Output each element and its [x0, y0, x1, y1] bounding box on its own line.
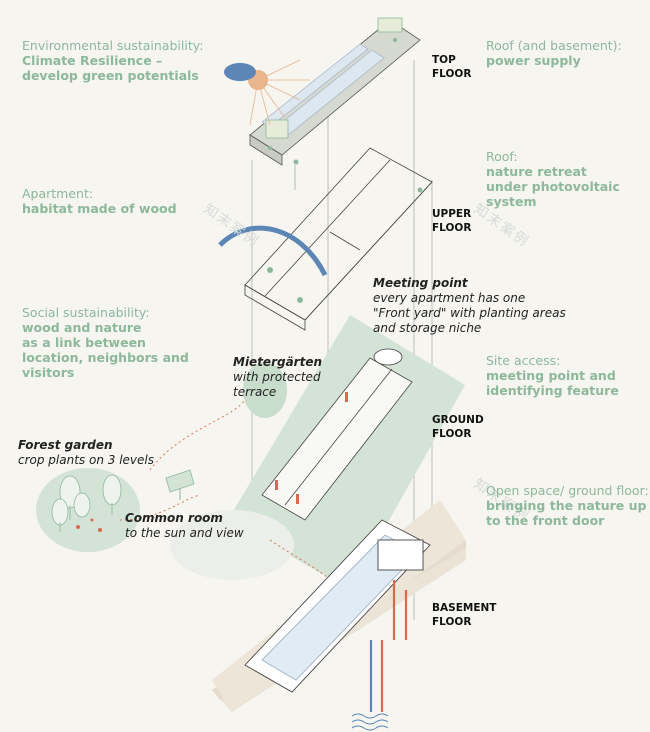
- note-meeting-point: Meeting point every apartment has one "F…: [373, 276, 566, 335]
- note-mietergaerten: Mietergärten with protected terrace: [233, 355, 323, 399]
- mietergarten-ellipse: [243, 362, 287, 418]
- sign-board: [165, 469, 195, 493]
- sun-cloud-icon: [224, 59, 310, 126]
- water-wave-icon: [351, 713, 389, 731]
- upper-floor-block: [244, 147, 433, 331]
- label-environmental: Environmental sustainability: Climate Re…: [22, 38, 204, 83]
- dotted-paths: [119, 399, 331, 581]
- basement-red-pipes: [380, 580, 408, 712]
- label-roof: Roof: nature retreat under photovoltaic …: [486, 149, 620, 209]
- label-site-access: Site access: meeting point and identifyi…: [486, 353, 619, 398]
- label-apartment: Apartment: habitat made of wood: [22, 186, 177, 216]
- label-social: Social sustainability: wood and nature a…: [22, 305, 189, 380]
- top-greenery: [268, 38, 397, 165]
- label-open-space: Open space/ ground floor: bringing the n…: [486, 483, 649, 528]
- wind-arc: [218, 225, 328, 277]
- top-floor-block: [249, 17, 421, 166]
- ground-floor-block: [261, 348, 413, 521]
- label-roof-basement: Roof (and basement): power supply: [486, 38, 622, 68]
- basement-block: [244, 519, 431, 693]
- upper-greenery: [267, 187, 423, 303]
- ground-accents: [275, 392, 348, 504]
- note-common-room: Common room to the sun and view: [125, 511, 244, 540]
- forest-trees: [51, 474, 122, 532]
- note-forest-garden: Forest garden crop plants on 3 levels: [18, 438, 154, 467]
- common-room-ellipse: [170, 510, 294, 580]
- forest-accents: [76, 518, 102, 532]
